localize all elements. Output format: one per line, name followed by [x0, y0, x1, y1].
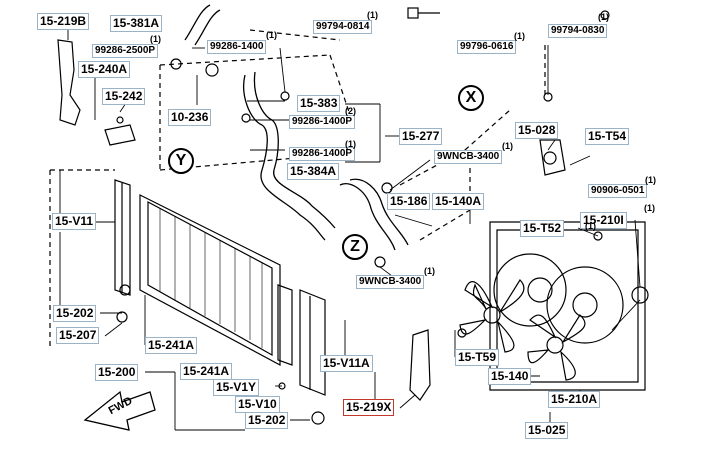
fan-left [459, 279, 525, 353]
callout-15-t54[interactable]: 15-T54 [585, 128, 630, 145]
callout-99286-1400p-b[interactable]: 99286-1400P [289, 147, 356, 161]
callout-15-381a[interactable]: 15-381A [110, 15, 163, 32]
callout-15-140[interactable]: 15-140 [488, 368, 532, 385]
qty-marker: (1) [367, 10, 378, 20]
view-marker-z: Z [342, 234, 368, 260]
callout-15-t52[interactable]: 15-T52 [520, 220, 565, 237]
qty-marker: (1) [266, 30, 277, 40]
qty-marker: (1) [424, 266, 435, 276]
callout-15-383[interactable]: 15-383 [297, 95, 341, 112]
coolant-hoses [184, 4, 409, 251]
callout-99286-1400[interactable]: 99286-1400 [207, 40, 267, 54]
callout-15-186[interactable]: 15-186 [387, 193, 431, 210]
qty-marker: (1) [585, 221, 596, 231]
callout-10-236[interactable]: 10-236 [168, 109, 212, 126]
fwd-arrow [83, 390, 156, 431]
callout-15-202-b[interactable]: 15-202 [245, 412, 289, 429]
callout-15-v10[interactable]: 15-V10 [235, 396, 280, 413]
callout-99286-1400p-a[interactable]: 99286-1400P [289, 115, 356, 129]
callout-99796-0616[interactable]: 99796-0616 [457, 40, 517, 54]
callout-15-202-a[interactable]: 15-202 [53, 305, 97, 322]
callout-9wncb-3400-a[interactable]: 9WNCB-3400 [434, 150, 503, 164]
callout-15-219x[interactable]: 15-219X [343, 399, 395, 416]
qty-marker: (1) [644, 203, 655, 213]
air-deflector [409, 329, 431, 401]
qty-marker: (1) [598, 12, 609, 22]
qty-marker: (1) [502, 141, 513, 151]
radiator-core [114, 179, 326, 425]
qty-marker: (1) [514, 31, 525, 41]
callout-15-277[interactable]: 15-277 [399, 128, 443, 145]
bolt [407, 7, 440, 19]
bracket-left [57, 39, 81, 126]
callout-15-241a-a[interactable]: 15-241A [145, 337, 198, 354]
callout-9wncb-3400-b[interactable]: 9WNCB-3400 [356, 275, 425, 289]
callout-15-210i[interactable]: 15-210I [580, 212, 627, 229]
callout-15-200[interactable]: 15-200 [95, 364, 139, 381]
callout-99794-0814[interactable]: 99794-0814 [313, 20, 373, 34]
dashed-frame-lines [49, 29, 546, 350]
callout-15-028[interactable]: 15-028 [515, 122, 559, 139]
callout-15-219b[interactable]: 15-219B [37, 13, 90, 30]
callout-90906-0501[interactable]: 90906-0501 [588, 184, 648, 198]
qty-marker: (1) [645, 175, 656, 185]
callout-15-210a[interactable]: 15-210A [548, 391, 601, 408]
callout-99286-2500p[interactable]: 99286-2500P [92, 44, 159, 58]
callout-99794-0830[interactable]: 99794-0830 [548, 24, 608, 38]
leader-lines [59, 30, 641, 431]
callout-15-v11a[interactable]: 15-V11A [320, 355, 373, 372]
callout-15-240a[interactable]: 15-240A [78, 61, 131, 78]
motor-bracket [539, 139, 566, 176]
qty-marker: (1) [345, 139, 356, 149]
callout-15-025[interactable]: 15-025 [525, 422, 569, 439]
callout-15-v1y[interactable]: 15-V1Y [213, 379, 260, 396]
callout-15-207[interactable]: 15-207 [56, 327, 100, 344]
callout-15-242[interactable]: 15-242 [102, 88, 146, 105]
fan-shroud [489, 221, 646, 391]
callout-15-140a[interactable]: 15-140A [432, 193, 485, 210]
callout-15-t59[interactable]: 15-T59 [455, 349, 500, 366]
fan-right [527, 314, 586, 381]
view-marker-x: X [458, 85, 484, 111]
view-marker-y: Y [168, 148, 194, 174]
bracket-small [104, 124, 136, 146]
callout-15-v11[interactable]: 15-V11 [52, 213, 97, 230]
callout-15-384a[interactable]: 15-384A [287, 163, 340, 180]
callout-15-241a-b[interactable]: 15-241A [180, 363, 233, 380]
qty-marker: (1) [150, 34, 161, 44]
qty-marker: (2) [345, 106, 356, 116]
